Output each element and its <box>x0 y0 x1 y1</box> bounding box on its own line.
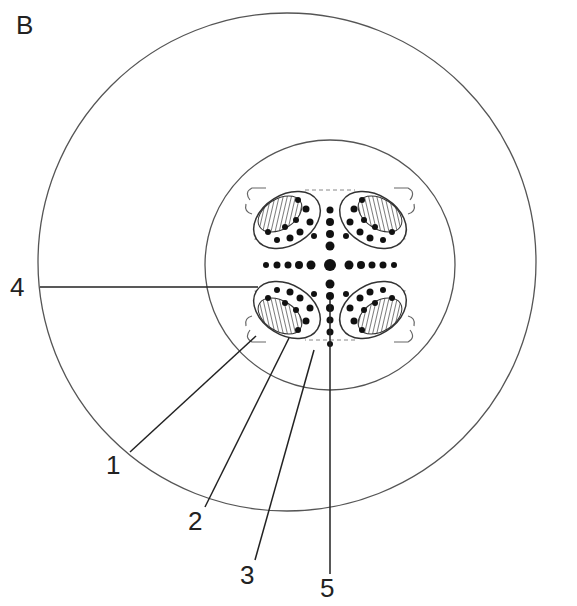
callout-number: 5 <box>320 575 334 601</box>
callout-number: 4 <box>10 274 24 300</box>
callout-number: 1 <box>106 452 120 478</box>
callout-number: 3 <box>240 562 254 588</box>
leader-lines <box>40 287 330 574</box>
callout-number: 2 <box>188 508 202 534</box>
panel-letter: B <box>16 12 33 38</box>
